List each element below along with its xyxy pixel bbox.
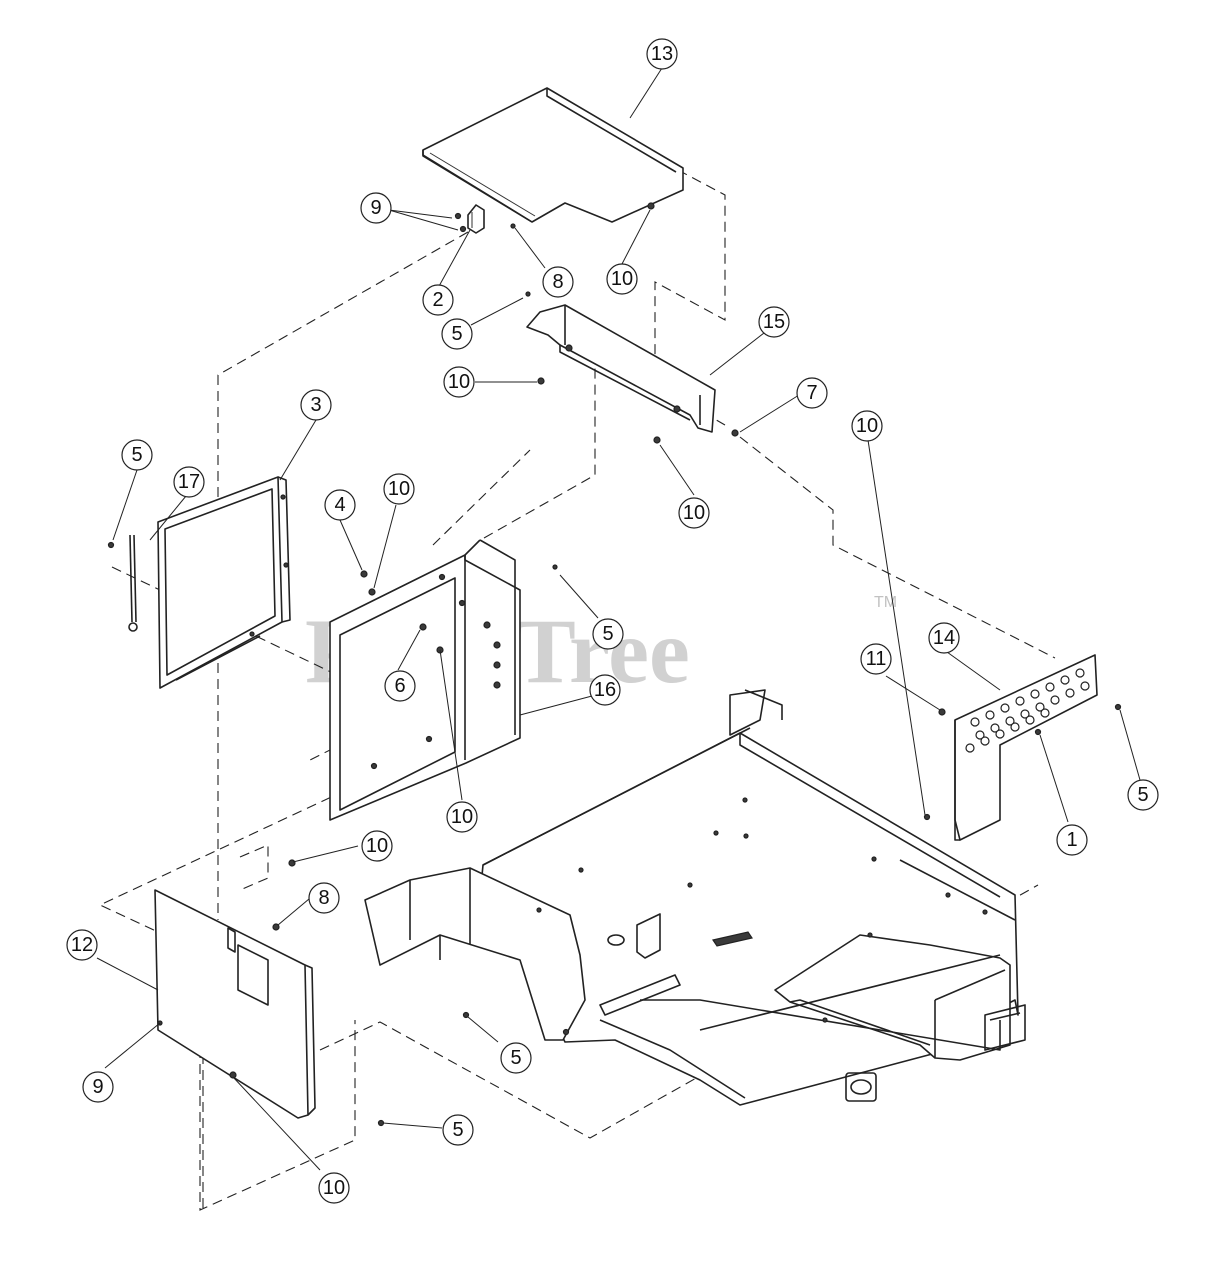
part-top-cover: [422, 87, 684, 223]
callout-label: 10: [448, 371, 470, 393]
callout-3: 3: [300, 389, 332, 421]
callout-label: 5: [131, 444, 142, 466]
part-frame-panel: [157, 476, 291, 689]
callout-label: 5: [602, 623, 613, 645]
callout-15: 15: [758, 306, 790, 338]
callout-label: 10: [856, 415, 878, 437]
callout-10: 10: [318, 1172, 350, 1204]
callout-12: 12: [66, 929, 98, 961]
callout-label: 8: [552, 271, 563, 293]
part-chassis: [364, 689, 1026, 1106]
callout-label: 5: [510, 1047, 521, 1069]
callout-label: 9: [92, 1076, 103, 1098]
callout-13: 13: [646, 38, 678, 70]
part-rod: [107, 534, 138, 632]
callout-10: 10: [383, 473, 415, 505]
callout-label: 3: [310, 394, 321, 416]
callout-label: 2: [432, 289, 443, 311]
callout-label: 10: [451, 806, 473, 828]
callout-5: 5: [1127, 779, 1159, 811]
part-latch-bracket: [454, 204, 516, 234]
callout-label: 11: [866, 648, 887, 670]
callout-8: 8: [542, 266, 574, 298]
callout-4: 4: [324, 489, 356, 521]
callout-label: 10: [323, 1177, 345, 1199]
callout-label: 6: [394, 675, 405, 697]
callout-10: 10: [361, 830, 393, 862]
callout-label: 1: [1066, 829, 1077, 851]
callout-label: 16: [594, 679, 616, 701]
callouts: 13 9 8 2 10 5 15 10 7 3 5 17 4 10 10 5 6…: [66, 38, 1159, 1204]
leader-lines: [96, 67, 1141, 1171]
callout-label: 5: [451, 323, 462, 345]
callout-1: 1: [1056, 824, 1088, 856]
callout-label: 8: [318, 887, 329, 909]
callout-7: 7: [796, 377, 828, 409]
callout-5: 5: [500, 1042, 532, 1074]
callout-8: 8: [308, 882, 340, 914]
callout-label: 4: [334, 494, 345, 516]
callout-label: 17: [178, 471, 200, 493]
callout-label: 12: [71, 934, 93, 956]
callout-label: 9: [370, 197, 381, 219]
callout-label: 10: [611, 268, 633, 290]
callout-label: 5: [452, 1119, 463, 1141]
callout-10: 10: [851, 410, 883, 442]
part-upper-bracket: [525, 291, 739, 444]
callout-11: 11: [860, 643, 892, 675]
callout-label: 10: [366, 835, 388, 857]
callout-10: 10: [606, 263, 638, 295]
callout-label: 10: [388, 478, 410, 500]
watermark-trademark: TM: [874, 594, 897, 611]
callout-5: 5: [121, 439, 153, 471]
callout-16: 16: [589, 674, 621, 706]
callout-6: 6: [384, 670, 416, 702]
part-perforated-panel: [923, 654, 1122, 841]
callout-14: 14: [928, 622, 960, 654]
callout-10: 10: [446, 801, 478, 833]
part-side-panel: [154, 859, 385, 1127]
callout-label: 13: [651, 43, 673, 65]
callout-5: 5: [442, 1114, 474, 1146]
callout-label: 10: [683, 502, 705, 524]
callout-10: 10: [443, 366, 475, 398]
callout-label: 15: [763, 311, 785, 333]
callout-17: 17: [173, 466, 205, 498]
callout-10: 10: [678, 497, 710, 529]
callout-label: 7: [806, 382, 817, 404]
callout-2: 2: [422, 284, 454, 316]
perforation-holes: [965, 668, 1090, 753]
callout-9: 9: [82, 1071, 114, 1103]
callout-9: 9: [360, 192, 392, 224]
callout-label: 5: [1137, 784, 1148, 806]
callout-label: 14: [933, 627, 955, 649]
callout-5: 5: [592, 618, 624, 650]
callout-5: 5: [441, 318, 473, 350]
